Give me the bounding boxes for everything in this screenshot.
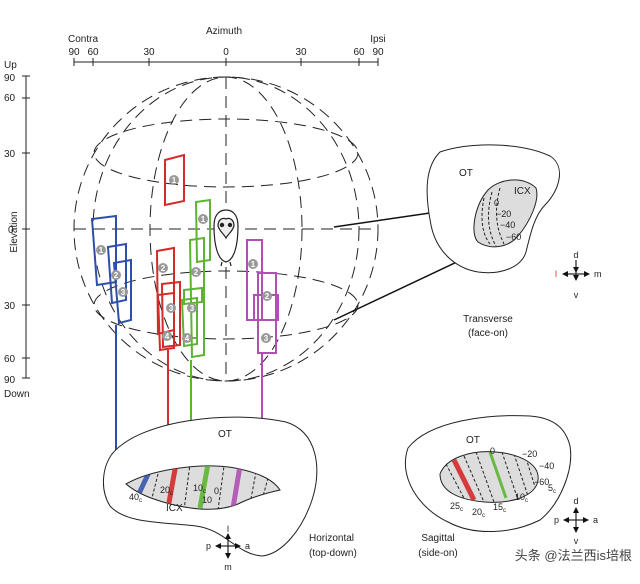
horizontal-icx-label: ICX (166, 503, 183, 514)
sagittal-compass-down: v (574, 536, 579, 546)
green-rf-label: 4 (185, 334, 190, 343)
azimuth-axis-line (73, 58, 379, 66)
blue-receptive-fields (90, 214, 132, 325)
transverse-contour-label: −20 (496, 209, 511, 219)
horizontal-contour-label: 20c (160, 485, 173, 497)
arrow-to-transverse-lower (333, 251, 479, 321)
red-rf-label: 2 (161, 264, 166, 273)
sagittal-caption: Sagittal (421, 533, 454, 544)
purple-rf-label: 3 (264, 334, 269, 343)
red-receptive-fields (155, 153, 185, 352)
el-tick-label: 90 (4, 375, 16, 386)
sagittal-compass-left: p (554, 515, 559, 525)
horizontal-contour-labels: 40c 20c 10c 0 10 (129, 483, 219, 505)
horizontal-caption-sub: (top-down) (309, 548, 357, 559)
sagittal-compass-right: a (593, 515, 598, 525)
sagittal-compass-up: d (573, 496, 578, 506)
az-tick-label: 60 (87, 47, 99, 58)
sagittal-contour-labels: 0 −20 −40 −60 5c 10c 15c 20c 25c (450, 446, 556, 519)
horizontal-compass-left: p (206, 541, 211, 551)
transverse-compass-left: l (555, 269, 557, 279)
transverse-icx-label: ICX (514, 186, 531, 197)
sagittal-contour-label: 15c (493, 502, 506, 514)
az-tick-label: 60 (353, 47, 365, 58)
horizontal-contour-label: 10 (202, 495, 212, 505)
el-tick-label: 30 (4, 301, 16, 312)
el-tick-label: 0 (8, 225, 14, 236)
horizontal-contour-label: 10c (193, 483, 206, 495)
red-rf-label: 4 (165, 332, 170, 341)
green-rf-label: 3 (190, 304, 195, 313)
transverse-contour-label: −40 (500, 220, 515, 230)
elevation-axis-line (22, 75, 30, 379)
transverse-contour-label: 0 (494, 198, 499, 208)
green-receptive-fields (180, 198, 211, 359)
sagittal-caption-sub: (side-on) (418, 548, 457, 559)
ipsi-label: Ipsi (370, 34, 386, 45)
az-tick-label: 90 (372, 47, 384, 58)
az-tick-label: 30 (143, 47, 155, 58)
horizontal-ot-label: OT (218, 429, 232, 440)
up-label: Up (4, 60, 17, 71)
transverse-compass-down: v (574, 290, 579, 300)
horizontal-compass-right: a (245, 541, 250, 551)
down-label: Down (4, 389, 30, 400)
red-rf-label: 3 (169, 304, 174, 313)
az-tick-label: 0 (223, 47, 229, 58)
el-tick-label: 30 (4, 149, 16, 160)
azimuth-title: Azimuth (206, 26, 242, 37)
sagittal-contour-label: 25c (450, 501, 463, 513)
sagittal-contour-label: −20 (522, 449, 537, 459)
az-tick-label: 90 (68, 47, 80, 58)
sagittal-contour-label: 5c (548, 483, 556, 495)
horizontal-contour-label: 40c (129, 492, 142, 504)
transverse-contour-label: −60 (506, 232, 521, 242)
owl-icon (213, 209, 239, 267)
horizontal-compass-down: m (224, 562, 232, 572)
horizontal-section (103, 416, 318, 557)
blue-rf-label: 2 (114, 271, 119, 280)
el-tick-label: 60 (4, 354, 16, 365)
sagittal-contour-label: −60 (534, 477, 549, 487)
horizontal-contour-label: 0 (214, 486, 219, 496)
horizontal-caption: Horizontal (309, 533, 354, 544)
sagittal-section (404, 415, 572, 532)
watermark-text: 头条 @法兰西is培根 (515, 548, 632, 563)
sagittal-ot-label: OT (466, 435, 480, 446)
sagittal-compass (563, 507, 589, 533)
horizontal-compass (215, 533, 241, 559)
purple-rf-label: 2 (265, 292, 270, 301)
el-tick-label: 90 (4, 73, 16, 84)
sagittal-contour-label: 10c (515, 492, 528, 504)
transverse-caption-sub: (face-on) (468, 328, 508, 339)
sagittal-contour-label: 20c (472, 507, 485, 519)
rf-badges: 1 2 3 1 2 3 4 1 2 3 4 1 2 3 (96, 175, 272, 343)
sagittal-contour-label: −40 (539, 461, 554, 471)
purple-rf-label: 1 (251, 260, 256, 269)
transverse-compass-up: d (573, 250, 578, 260)
blue-rf-label: 3 (121, 288, 126, 297)
el-tick-label: 60 (4, 93, 16, 104)
transverse-compass (562, 260, 590, 281)
sagittal-contour-label: 0 (490, 446, 495, 456)
red-rf-label: 1 (172, 176, 177, 185)
transverse-ot-label: OT (459, 168, 473, 179)
transverse-caption: Transverse (463, 314, 513, 325)
contra-label: Contra (68, 34, 98, 45)
transverse-compass-right: m (594, 269, 602, 279)
az-tick-label: 30 (295, 47, 307, 58)
elevation-title: Elevation (9, 211, 20, 252)
green-rf-label: 1 (201, 215, 206, 224)
blue-rf-label: 1 (99, 246, 104, 255)
horizontal-compass-up: l (227, 524, 229, 534)
transverse-section (426, 144, 560, 274)
green-rf-label: 2 (194, 268, 199, 277)
